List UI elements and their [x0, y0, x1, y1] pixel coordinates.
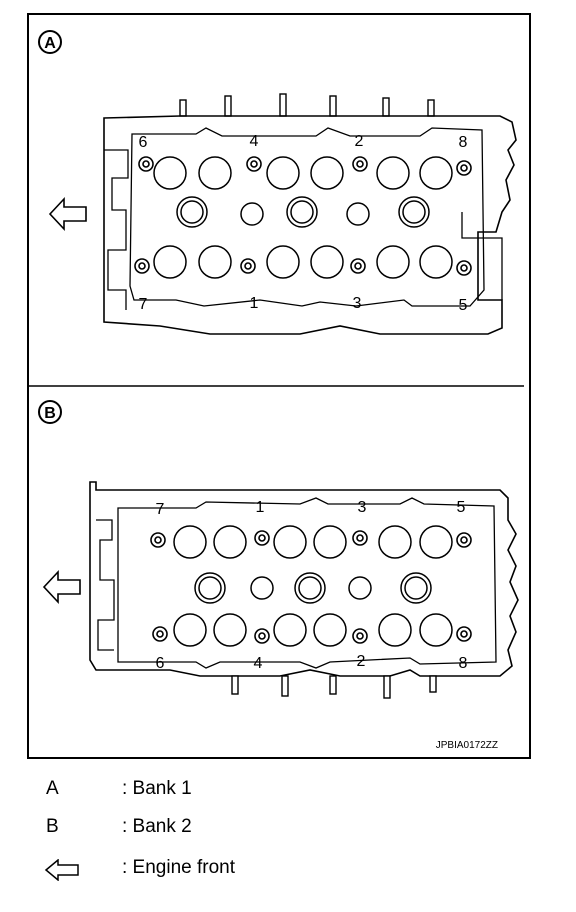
- legend-row-engine-front: : Engine front: [0, 857, 576, 887]
- bank2-bolt-number: 5: [457, 499, 466, 516]
- engine-front-arrow-icon: [48, 196, 87, 232]
- bank1-head-outline: [103, 115, 517, 335]
- panel-b: B: [38, 400, 519, 699]
- bank2-bolts: [150, 530, 472, 644]
- legend-desc: : Bank 1: [122, 778, 192, 799]
- engine-front-arrow-icon: [42, 569, 81, 605]
- bank1-carrier-outline: [129, 127, 485, 307]
- legend-key: A: [46, 778, 59, 799]
- bank1-bolt-number: 3: [353, 295, 362, 312]
- bank2-bores: [173, 525, 453, 647]
- bank2-bolt-number: 1: [256, 499, 265, 516]
- bank2-bolt-number: 3: [358, 499, 367, 516]
- bank1-right-block: [461, 212, 503, 300]
- bank2-bolt-number: 2: [357, 653, 366, 670]
- bank2-bolt-number: 8: [459, 655, 468, 672]
- panel-a-label: A: [44, 35, 56, 52]
- bank1-bolts: [134, 156, 472, 276]
- panel-a-badge: [38, 30, 62, 54]
- legend-row-bank2: B : Bank 2: [0, 816, 576, 846]
- bank1-bolt-number: 6: [139, 134, 148, 151]
- bank2-bolt-number: 6: [156, 655, 165, 672]
- bank2-bolt-number: 4: [254, 655, 263, 672]
- legend-row-bank1: A : Bank 1: [0, 778, 576, 808]
- bank1-bracket-posts: [179, 93, 435, 117]
- bank1-bolt-number: 1: [250, 295, 259, 312]
- bank2-head-outline: [89, 481, 519, 677]
- bank2-carrier-outline: [117, 497, 497, 669]
- panel-b-label: B: [44, 405, 56, 422]
- bank1-left-edge: [104, 149, 129, 310]
- figure-code: JPBIA0172ZZ: [436, 740, 498, 751]
- bank1-bores: [153, 156, 453, 279]
- bank1-bolt-number: 8: [459, 134, 468, 151]
- engine-front-arrow-icon: [44, 859, 79, 881]
- legend-desc: : Engine front: [122, 857, 236, 878]
- bank1-bolt-number: 5: [459, 297, 468, 314]
- legend-key: B: [46, 816, 59, 837]
- bank2-left-edge: [96, 519, 115, 651]
- bank1-bolt-number: 7: [139, 296, 148, 313]
- cylinder-head-diagram: A: [27, 13, 531, 759]
- bank2-bracket-posts: [231, 675, 437, 699]
- panel-a: A: [38, 30, 517, 335]
- panel-b-badge: [38, 400, 62, 424]
- bank2-bolt-number: 7: [156, 501, 165, 518]
- legend-desc: : Bank 2: [122, 816, 192, 837]
- bank1-bolt-number: 2: [355, 133, 364, 150]
- bank1-bolt-number: 4: [250, 133, 259, 150]
